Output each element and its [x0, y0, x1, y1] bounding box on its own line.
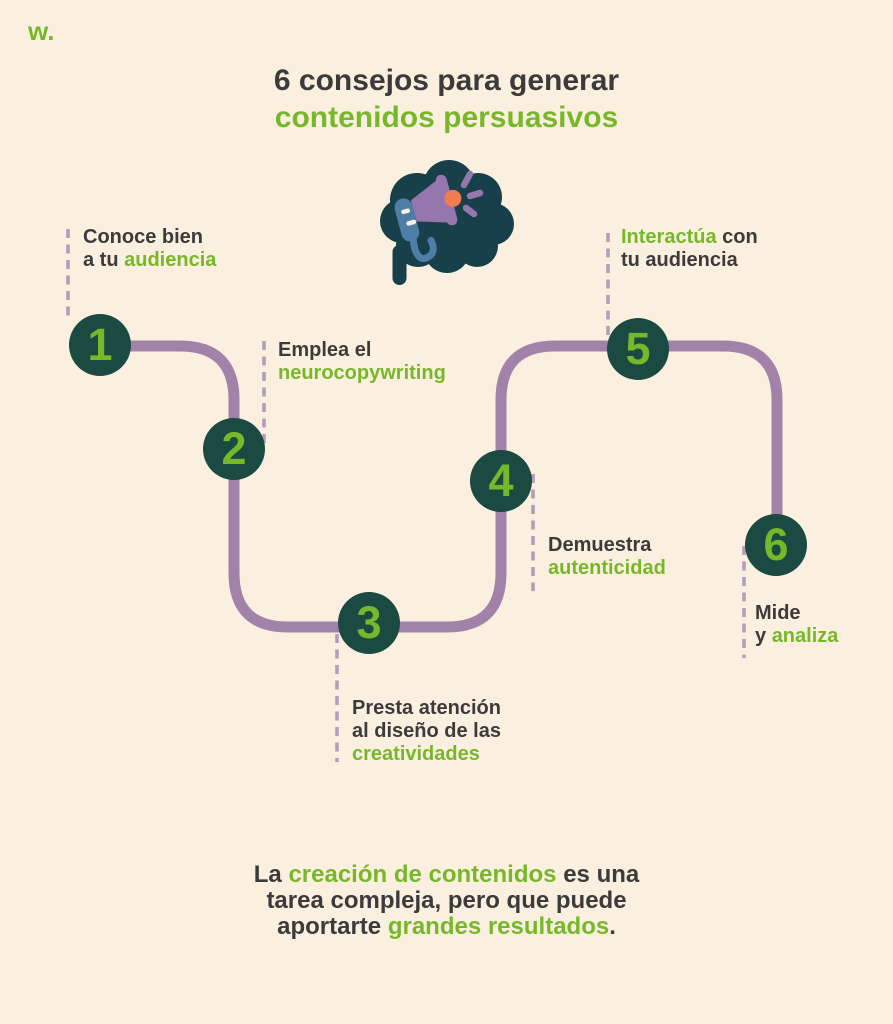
- step-5-label: Interactúa con tu audiencia: [621, 226, 758, 272]
- step-6-number: 6: [763, 519, 789, 570]
- step-5-label-line1: Interactúa con: [621, 226, 758, 248]
- step-6-label: Mide y analiza: [755, 602, 838, 648]
- journey-path: [100, 340, 783, 633]
- connector-dashed-lines: [66, 229, 746, 762]
- brand-logo: w.: [28, 16, 55, 46]
- brain-with-megaphone-icon: [361, 153, 519, 289]
- step-4-label: Demuestra autenticidad: [548, 534, 666, 580]
- step-2-number: 2: [221, 423, 247, 474]
- step-3-label-line2: al diseño de las: [352, 720, 501, 742]
- closing-text-line1: La creación de contenidos es una: [253, 861, 640, 888]
- megaphone-back: [394, 198, 420, 242]
- step-1-node: 1: [69, 314, 131, 376]
- page-title-line1: 6 consejos para generar: [273, 64, 620, 97]
- step-5-number: 5: [625, 323, 651, 374]
- step-5-label-line2: tu audiencia: [621, 249, 738, 271]
- step-2-label: Emplea el neurocopywriting: [278, 339, 446, 385]
- megaphone-highlight: [401, 208, 411, 215]
- step-6-node: 6: [745, 514, 807, 576]
- step-4-label-line2: autenticidad: [548, 557, 666, 579]
- megaphone-mouth-ball: [444, 189, 462, 207]
- closing-text-line3: aportarte grandes resultados.: [277, 913, 616, 940]
- brain-megaphone-svg: [380, 160, 514, 285]
- step-3-label-line3: creatividades: [352, 743, 480, 765]
- step-4-number: 4: [488, 455, 514, 506]
- megaphone-handle: [409, 235, 437, 263]
- step-4-node: 4: [470, 450, 532, 512]
- step-3-label: Presta atención al diseño de las creativ…: [352, 697, 501, 766]
- step-1-number: 1: [87, 319, 113, 370]
- megaphone-shape: [394, 174, 462, 263]
- step-6-label-line1: Mide: [755, 602, 801, 624]
- step-1-label-line1: Conoce bien: [83, 226, 204, 248]
- step-1-label-line2: a tu audiencia: [83, 249, 217, 271]
- closing-text-line2: tarea compleja, pero que puede: [266, 887, 627, 914]
- megaphone-highlight: [406, 219, 417, 226]
- sound-waves-icon: [460, 170, 484, 218]
- step-3-node: 3: [338, 592, 400, 654]
- step-5-node: 5: [607, 318, 669, 380]
- step-4-label-line1: Demuestra: [548, 534, 652, 556]
- step-2-label-line1: Emplea el: [278, 339, 372, 361]
- step-2-label-line2: neurocopywriting: [278, 362, 446, 384]
- step-1-label: Conoce bien a tu audiencia: [83, 226, 216, 272]
- page-title: 6 consejos para generar contenidos persu…: [0, 62, 893, 136]
- step-3-number: 3: [356, 597, 382, 648]
- step-6-label-line2: y analiza: [755, 625, 839, 647]
- page-title-line2: contenidos persuasivos: [274, 101, 619, 134]
- closing-text: La creación de contenidos es una tarea c…: [0, 862, 893, 940]
- step-3-label-line1: Presta atención: [352, 697, 501, 719]
- step-2-node: 2: [203, 418, 265, 480]
